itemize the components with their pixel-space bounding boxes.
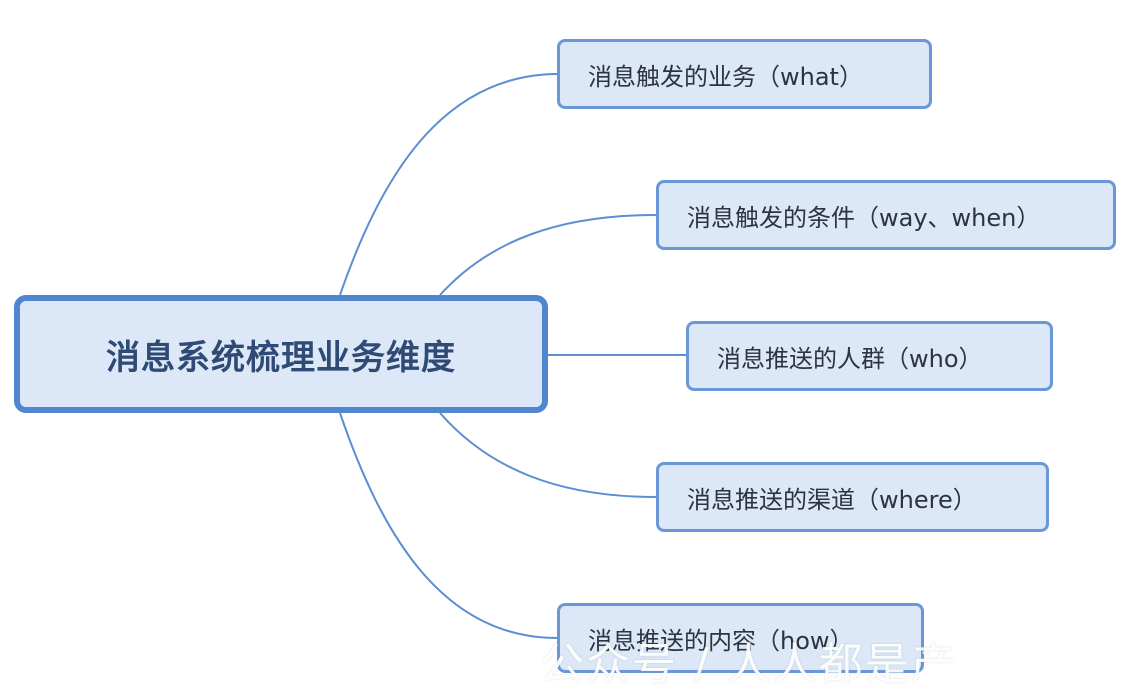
branch-label: 消息推送的渠道（where） <box>687 485 977 514</box>
connector-how <box>339 412 558 639</box>
connector-way-when <box>439 214 657 296</box>
branch-node-way-when[interactable]: 消息触发的条件（way、when） <box>656 180 1116 250</box>
connector-what <box>339 73 558 296</box>
branch-node-who[interactable]: 消息推送的人群（who） <box>686 321 1053 391</box>
branch-label: 消息推送的内容（how） <box>588 626 854 655</box>
branch-node-how[interactable]: 消息推送的内容（how） <box>557 603 924 673</box>
branch-label: 消息触发的业务（what） <box>588 62 863 91</box>
branch-node-where[interactable]: 消息推送的渠道（where） <box>656 462 1049 532</box>
root-node[interactable]: 消息系统梳理业务维度 <box>14 295 548 413</box>
connector-where <box>439 412 657 498</box>
branch-label: 消息触发的条件（way、when） <box>687 203 1041 232</box>
branch-label: 消息推送的人群（who） <box>717 344 983 373</box>
branch-node-what[interactable]: 消息触发的业务（what） <box>557 39 932 109</box>
root-node-label: 消息系统梳理业务维度 <box>106 337 456 378</box>
